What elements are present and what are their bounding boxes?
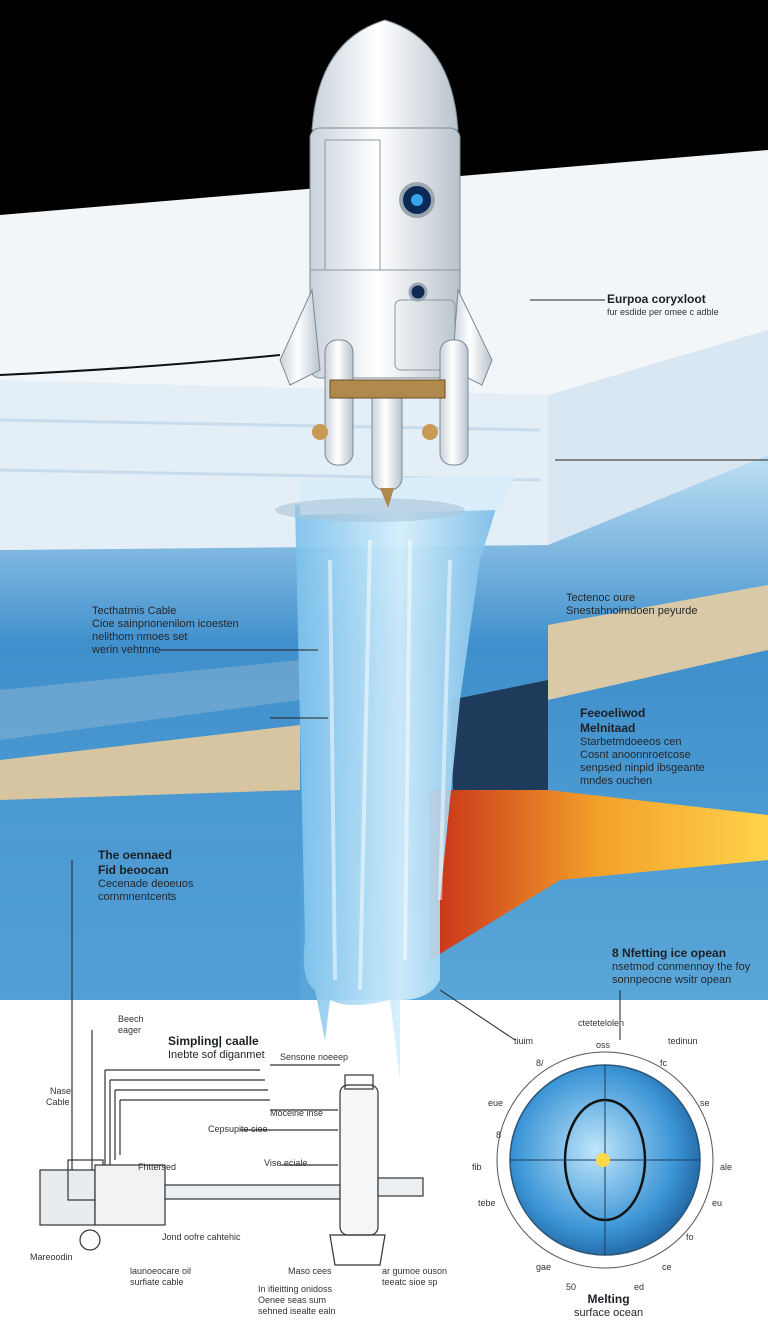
hydro-title-2: Melnitaad <box>580 721 705 736</box>
detail-eager: eager <box>118 1025 141 1036</box>
hydro-line-2: Cosnt anoonnroetcose <box>580 749 705 762</box>
globe-top: ctetetelolen <box>578 1018 624 1029</box>
globe-mark-12: ce <box>662 1262 672 1273</box>
hydro-line-1: Starbetmdoeeos cen <box>580 736 705 749</box>
sediment-line-1: Snestahnoimdoen peyurde <box>566 605 697 618</box>
detail-guen-1: ar gumoe ouson <box>382 1266 447 1277</box>
globe-top-2: oss <box>596 1040 610 1051</box>
hydro-line-3: senpsed ninpid ibsgeante <box>580 762 705 775</box>
globe-right: tedinun <box>668 1036 698 1047</box>
europa-globe <box>497 1052 713 1268</box>
tether-label: Tecthatmis Cable Cioe sainpnonenilom ico… <box>92 605 239 657</box>
melting-line-1: nsetmod conmennoy the foy <box>612 961 750 974</box>
globe-mark-6: fib <box>472 1162 482 1173</box>
globe-mark-3: eue <box>488 1098 503 1109</box>
heat-spot <box>596 1153 610 1167</box>
detail-capsule: Cepsupite ciee <box>208 1124 268 1135</box>
tether-title: Tecthatmis Cable <box>92 605 239 618</box>
globe-mark-2: fc <box>660 1058 667 1069</box>
detail-inm-3: sehned isealte ealn <box>258 1306 336 1317</box>
globe-mark-4: se <box>700 1098 710 1109</box>
detail-mareoodin: Mareoodin <box>30 1252 73 1263</box>
tether-line-3: werin vehtnne <box>92 644 239 657</box>
globe-caption: Melting surface ocean <box>574 1292 643 1320</box>
detail-inm-2: Oenee seas sum <box>258 1295 326 1306</box>
hydrothermal-label: Feeoeliwod Melnitaad Starbetmdoeeos cen … <box>580 706 705 788</box>
detail-nase: Nase <box>50 1086 71 1097</box>
tether-line-2: nelithom nmoes set <box>92 631 239 644</box>
detail-guen-2: teeatc sioe sp <box>382 1277 438 1288</box>
hydro-title-1: Feeoeliwod <box>580 706 705 721</box>
sampling-title: Simpling| caalle <box>168 1034 265 1049</box>
probe-subtitle: fur esdide per omee c adble <box>607 307 719 318</box>
globe-caption-1: Melting <box>574 1292 643 1307</box>
globe-mark-7: ale <box>720 1162 732 1173</box>
detail-fhtter: Fhttersed <box>138 1162 176 1173</box>
hydro-line-4: mndes ouchen <box>580 775 705 788</box>
sampling-label: Simpling| caalle Inebte sof diganmet <box>168 1034 265 1062</box>
globe-mark-5: 8 <box>496 1130 501 1141</box>
detail-inm-1: In ifieitting onidoss <box>258 1284 332 1295</box>
melting-line-2: sonnpeocne wsitr opean <box>612 974 750 987</box>
ocean-title-2: Fid beoocan <box>98 863 193 878</box>
ocean-title-1: The oennaed <box>98 848 193 863</box>
detail-maso: Maso cees <box>288 1266 332 1277</box>
ocean-line-1: Cecenade deoeuos <box>98 878 193 891</box>
detail-cable: Cable <box>46 1097 70 1108</box>
melting-title: 8 Nfetting ice opean <box>612 946 750 961</box>
detail-scre-1: launoeocare oil <box>130 1266 191 1277</box>
sediment-label: Tectenoc oure Snestahnoimdoen peyurde <box>566 592 697 618</box>
tether-line-1: Cioe sainpnonenilom icoesten <box>92 618 239 631</box>
sediment-title: Tectenoc oure <box>566 592 697 605</box>
globe-mark-9: eu <box>712 1198 722 1209</box>
detail-mocene: Moceine inse <box>270 1108 323 1119</box>
probe-title: Eurpoa coryxloot <box>607 292 719 307</box>
globe-mark-8: tebe <box>478 1198 496 1209</box>
sampling-subtitle: Inebte sof diganmet <box>168 1049 265 1062</box>
globe-mark-1: 8/ <box>536 1058 544 1069</box>
globe-left: tiuim <box>514 1036 533 1047</box>
melting-label: 8 Nfetting ice opean nsetmod conmennoy t… <box>612 946 750 987</box>
detail-beech: Beech <box>118 1014 144 1025</box>
probe-label: Eurpoa coryxloot fur esdide per omee c a… <box>607 292 719 318</box>
detail-londorfe: Jond oofre cahtehic <box>162 1232 241 1243</box>
detail-vise: Vise eciale <box>264 1158 307 1169</box>
globe-caption-2: surface ocean <box>574 1307 643 1320</box>
ocean-label: The oennaed Fid beoocan Cecenade deoeuos… <box>98 848 193 904</box>
globe-mark-11: gae <box>536 1262 551 1273</box>
ocean-line-2: cornmnentcents <box>98 891 193 904</box>
globe-mark-10: fo <box>686 1232 694 1243</box>
detail-scre-2: surfiate cable <box>130 1277 184 1288</box>
detail-sensor: Sensone noeeep <box>280 1052 348 1063</box>
